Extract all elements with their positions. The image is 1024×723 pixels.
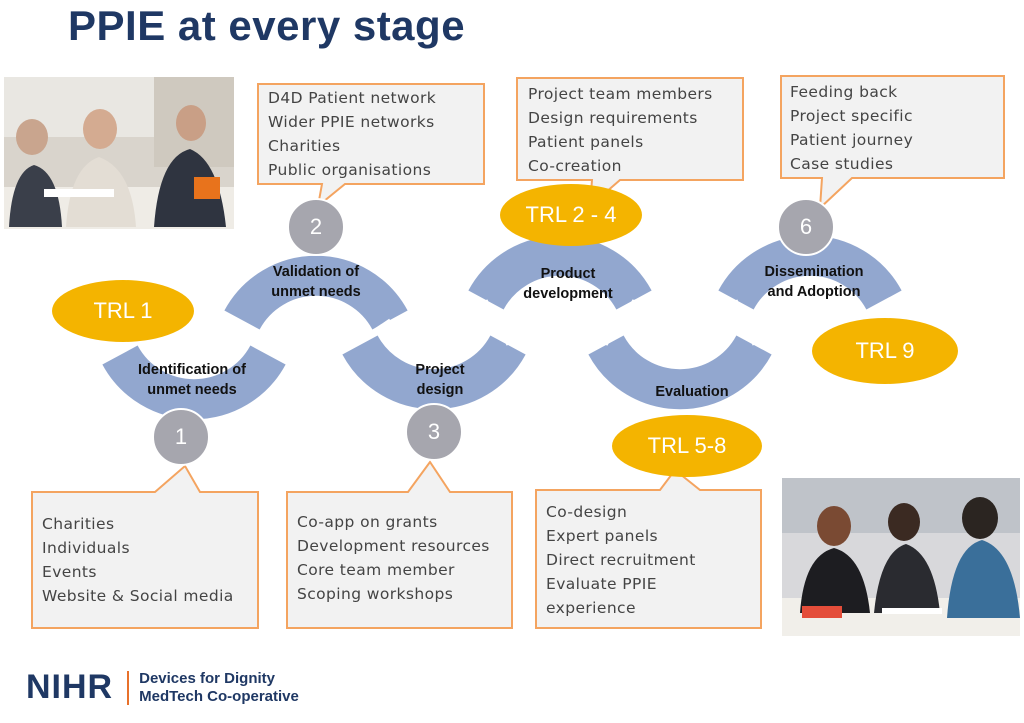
list-item: Design requirements (528, 109, 698, 127)
list-item: Website & Social media (42, 587, 234, 605)
list-item: Case studies (790, 155, 894, 173)
trl-badge-5-8: TRL 5-8 (612, 415, 762, 477)
stage-label-6: Dissemination and Adoption (764, 264, 864, 300)
callout-bottom-2: Co-app on grants Development resources C… (297, 510, 490, 606)
list-item: Project specific (790, 107, 913, 125)
stage-label-2: Validation of unmet needs (271, 264, 361, 300)
ring-segment-4 (468, 235, 652, 311)
callout-top-3: Feeding back Project specific Patient jo… (790, 80, 913, 176)
list-item: Development resources (297, 537, 490, 555)
list-item: experience (546, 599, 636, 617)
trl-badge-2-4: TRL 2 - 4 (500, 184, 642, 246)
list-item: Co-creation (528, 157, 622, 175)
meeting-photo-top-left (4, 77, 234, 229)
list-item: Feeding back (790, 83, 898, 101)
list-item: Charities (268, 137, 341, 155)
stage-label-5: Evaluation (655, 384, 729, 400)
callout-shape-top-3 (780, 75, 1005, 211)
list-item: Scoping workshops (297, 585, 454, 603)
callout-shape-bottom-1 (31, 464, 259, 629)
callout-bottom-1: Charities Individuals Events Website & S… (42, 512, 234, 608)
callout-bottom-3: Co-design Expert panels Direct recruitme… (546, 500, 696, 620)
list-item: Core team member (297, 561, 455, 579)
logo-mark: NIHR (26, 668, 114, 706)
stage-number-1: 1 (152, 408, 210, 466)
page-title: PPIE at every stage (68, 2, 466, 49)
list-item: Project team members (528, 85, 713, 103)
logo-divider (127, 670, 130, 705)
callout-shape-top-1 (257, 83, 485, 209)
stage-number-3: 3 (405, 403, 463, 461)
stage-label-4: Product development (523, 266, 613, 302)
list-item: D4D Patient network (268, 89, 437, 107)
list-item: Evaluate PPIE (546, 575, 657, 593)
callout-shape-bottom-2 (286, 460, 513, 629)
ring-segment-2 (224, 255, 408, 331)
list-item: Patient panels (528, 133, 644, 151)
ring-segment-3 (342, 334, 526, 410)
list-item: Expert panels (546, 527, 658, 545)
list-item: Co-design (546, 503, 628, 521)
stage-label-1: Identification of unmet needs (138, 362, 246, 398)
stage-label-3: Project design (415, 362, 465, 398)
ring-segment-5 (588, 334, 772, 410)
list-item: Public organisations (268, 161, 432, 179)
callout-top-1: D4D Patient network Wider PPIE networks … (268, 86, 436, 182)
trl-badge-9: TRL 9 (812, 318, 958, 384)
trl-badge-1: TRL 1 (52, 280, 194, 342)
list-item: Patient journey (790, 131, 914, 149)
list-item: Events (42, 563, 97, 581)
list-item: Charities (42, 515, 115, 533)
list-item: Individuals (42, 539, 130, 557)
stage-number-2: 2 (287, 198, 345, 256)
list-item: Direct recruitment (546, 551, 696, 569)
logo-text: Devices for Dignity MedTech Co-operative (139, 669, 299, 705)
nihr-logo: NIHR Devices for Dignity MedTech Co-oper… (26, 668, 299, 707)
ring-segment-6 (718, 235, 902, 311)
callout-shape-bottom-3 (535, 468, 762, 629)
list-item: Wider PPIE networks (268, 113, 435, 131)
ring-segment-1 (102, 344, 286, 420)
callout-top-2: Project team members Design requirements… (528, 82, 713, 178)
stage-number-6: 6 (777, 198, 835, 256)
meeting-photo-bottom-right (782, 478, 1020, 636)
list-item: Co-app on grants (297, 513, 438, 531)
